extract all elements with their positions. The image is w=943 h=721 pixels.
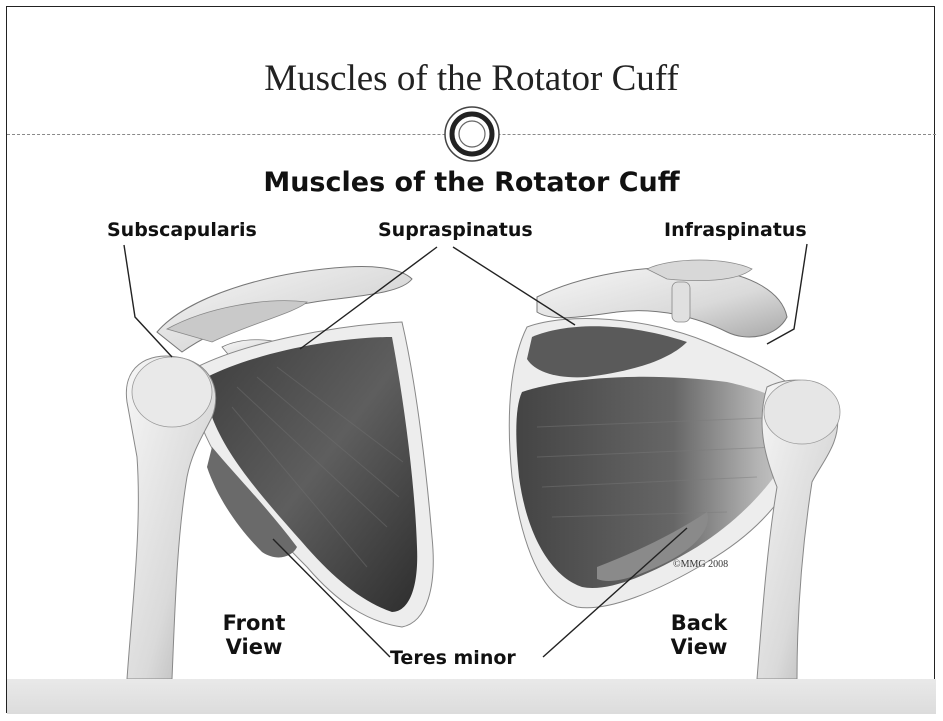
- rotator-cuff-illustration: [7, 7, 936, 714]
- back-view-line2: View: [669, 635, 729, 659]
- back-view-label: Back View: [669, 611, 729, 659]
- label-teres-minor: Teres minor: [390, 647, 516, 669]
- front-view-label: Front View: [219, 611, 289, 659]
- subscapularis-leader: [124, 245, 172, 357]
- label-infraspinatus: Infraspinatus: [664, 219, 807, 241]
- label-supraspinatus: Supraspinatus: [378, 219, 533, 241]
- front-view-line1: Front: [219, 611, 289, 635]
- label-subscapularis: Subscapularis: [107, 219, 257, 241]
- supraspinatus-leader-right: [453, 247, 575, 325]
- copyright-notice: ©MMG 2008: [673, 559, 728, 570]
- slide-frame: Muscles of the Rotator Cuff Muscles of t…: [6, 6, 935, 713]
- footer-band: [7, 679, 936, 714]
- front-view-line2: View: [219, 635, 289, 659]
- back-view-line1: Back: [669, 611, 729, 635]
